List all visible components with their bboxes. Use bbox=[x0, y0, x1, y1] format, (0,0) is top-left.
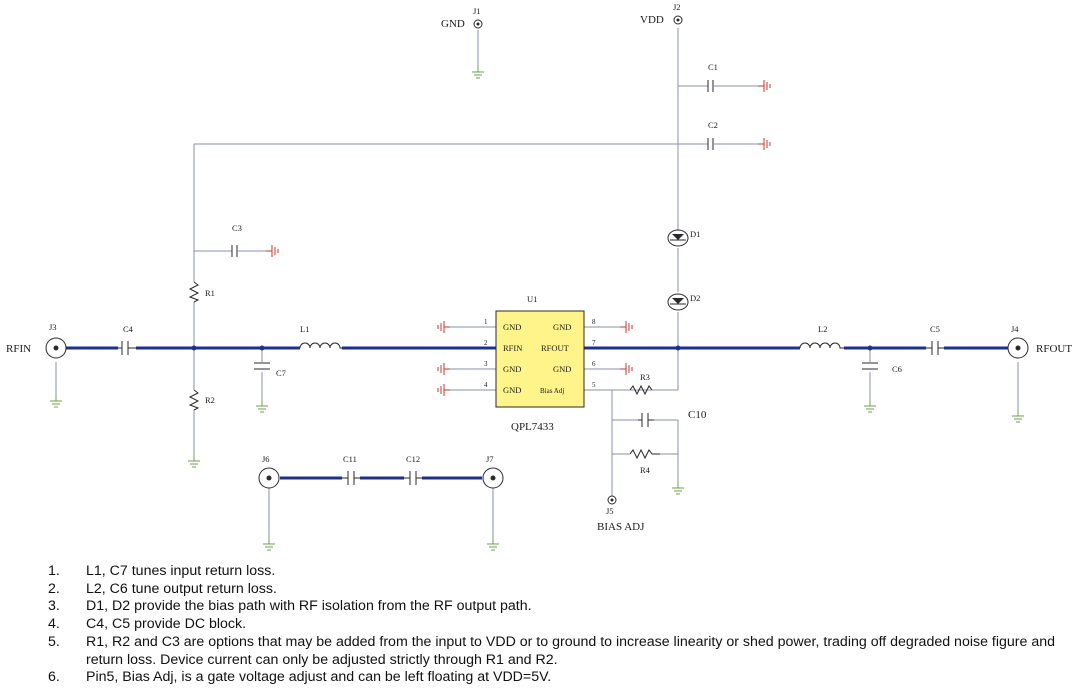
c1-capacitor: C1 bbox=[707, 62, 771, 93]
u1-label: U1 bbox=[527, 294, 537, 304]
note-item: 3. D1, D2 provide the bias path with RF … bbox=[48, 598, 1068, 616]
part-number: QPL7433 bbox=[511, 421, 554, 433]
j7-label: J7 bbox=[486, 454, 494, 464]
j1-connector: J1 GND bbox=[441, 6, 485, 79]
bias-wires bbox=[55, 28, 1019, 538]
j7-connector: J7 bbox=[482, 454, 504, 551]
pin-2-num: 2 bbox=[484, 339, 488, 347]
note-item: 2. L2, C6 tune output return loss. bbox=[48, 581, 1068, 599]
c3-label: C3 bbox=[232, 223, 242, 233]
j1-label: J1 bbox=[473, 6, 481, 16]
j2-label: J2 bbox=[673, 2, 681, 12]
notes-list: 1. L1, C7 tunes input return loss. 2. L2… bbox=[48, 563, 1068, 687]
note-number: 1. bbox=[48, 563, 60, 579]
note-text: Pin5, Bias Adj, is a gate voltage adjust… bbox=[86, 669, 552, 686]
c11-capacitor: C11 bbox=[342, 454, 360, 485]
vdd-label: VDD bbox=[640, 14, 664, 26]
d2-label: D2 bbox=[690, 293, 700, 303]
d1-label: D1 bbox=[690, 229, 700, 239]
l1-inductor: L1 bbox=[299, 324, 342, 349]
c10-label: C10 bbox=[688, 409, 707, 421]
c4-label: C4 bbox=[123, 324, 134, 334]
note-text: D1, D2 provide the bias path with RF iso… bbox=[86, 598, 532, 615]
c2-capacitor: C2 bbox=[707, 120, 771, 151]
note-text: R1, R2 and C3 are options that may be ad… bbox=[86, 633, 1056, 668]
c6-capacitor: C6 bbox=[862, 362, 902, 413]
note-item: 1. L1, C7 tunes input return loss. bbox=[48, 563, 1068, 581]
note-text: C4, C5 provide DC block. bbox=[86, 616, 247, 633]
pin-6-num: 6 bbox=[592, 360, 596, 368]
d1-diode: D1 bbox=[667, 229, 700, 247]
j3-connector: J3 RFIN bbox=[6, 322, 67, 408]
r2-label: R2 bbox=[205, 395, 215, 405]
c4-capacitor: C4 bbox=[118, 324, 136, 355]
r1-resistor: R1 bbox=[188, 281, 215, 303]
c3-capacitor: C3 bbox=[231, 223, 279, 258]
j4-label: J4 bbox=[1011, 324, 1019, 334]
pin-3-num: 3 bbox=[484, 360, 488, 368]
j6-connector: J6 bbox=[258, 454, 280, 551]
pin-6-name: GND bbox=[553, 364, 571, 374]
pin-4-num: 4 bbox=[484, 381, 488, 389]
c1-label: C1 bbox=[708, 62, 718, 72]
j2-connector: J2 VDD bbox=[640, 2, 683, 26]
c5-label: C5 bbox=[930, 324, 940, 334]
r4-resistor: R4 bbox=[629, 448, 685, 495]
c10-capacitor: C10 bbox=[638, 409, 707, 427]
pin-4-name: GND bbox=[503, 385, 521, 395]
note-number: 2. bbox=[48, 580, 60, 597]
pin-5-name: Bias Adj bbox=[540, 387, 564, 395]
gnd-label: GND bbox=[441, 18, 465, 30]
note-number: 3. bbox=[48, 598, 60, 615]
pin-3-name: GND bbox=[503, 364, 521, 374]
pin-7-num: 7 bbox=[592, 339, 596, 347]
j4-connector: J4 RFOUT bbox=[1007, 324, 1072, 423]
rf-traces bbox=[66, 345, 1008, 480]
schematic-diagram: J1 GND J2 VDD J3 RFIN J4 RFOUT J5 BIAS A… bbox=[6, 2, 1072, 551]
r3-resistor: R3 bbox=[629, 372, 653, 396]
j5-label: J5 bbox=[606, 506, 614, 516]
c7-capacitor: C7 bbox=[254, 362, 286, 413]
note-text: L1, C7 tunes input return loss. bbox=[86, 563, 276, 579]
note-item: 4. C4, C5 provide DC block. bbox=[48, 616, 1068, 634]
note-number: 6. bbox=[48, 669, 60, 686]
c5-capacitor: C5 bbox=[926, 324, 944, 355]
r1-label: R1 bbox=[205, 288, 215, 298]
c2-label: C2 bbox=[708, 120, 718, 130]
j6-label: J6 bbox=[262, 454, 270, 464]
pin-8-num: 8 bbox=[592, 318, 596, 326]
c7-label: C7 bbox=[276, 368, 286, 378]
j3-label: J3 bbox=[49, 322, 57, 332]
rfin-label: RFIN bbox=[6, 343, 31, 355]
bias-adj-label: BIAS ADJ bbox=[597, 521, 645, 533]
pin-5-num: 5 bbox=[592, 381, 596, 389]
note-number: 4. bbox=[48, 616, 60, 633]
pin-8-name: GND bbox=[553, 322, 571, 332]
pin-1-num: 1 bbox=[484, 318, 488, 326]
note-item: 6. Pin5, Bias Adj, is a gate voltage adj… bbox=[48, 669, 1068, 687]
c6-label: C6 bbox=[892, 364, 902, 374]
note-item: 5. R1, R2 and C3 are options that may be… bbox=[48, 634, 1068, 669]
l2-inductor: L2 bbox=[799, 324, 844, 349]
pin-2-name: RFIN bbox=[503, 343, 522, 353]
d2-diode: D2 bbox=[667, 293, 700, 311]
pin-1-name: GND bbox=[503, 322, 521, 332]
l1-label: L1 bbox=[300, 324, 309, 334]
note-number: 5. bbox=[48, 633, 60, 650]
note-text: L2, C6 tune output return loss. bbox=[86, 580, 277, 597]
r2-resistor: R2 bbox=[187, 389, 215, 468]
pin-7-name: RFOUT bbox=[541, 343, 570, 353]
c12-label: C12 bbox=[406, 454, 420, 464]
j5-connector: J5 BIAS ADJ bbox=[597, 495, 645, 533]
c11-label: C11 bbox=[343, 454, 357, 464]
c12-capacitor: C12 bbox=[404, 454, 422, 485]
rfout-label: RFOUT bbox=[1036, 343, 1072, 355]
l2-label: L2 bbox=[818, 324, 827, 334]
ic-u1: U1 QPL7433 GND RFIN GND GND GND RFOUT GN… bbox=[437, 294, 633, 433]
r3-label: R3 bbox=[640, 372, 650, 382]
r4-label: R4 bbox=[640, 465, 651, 475]
